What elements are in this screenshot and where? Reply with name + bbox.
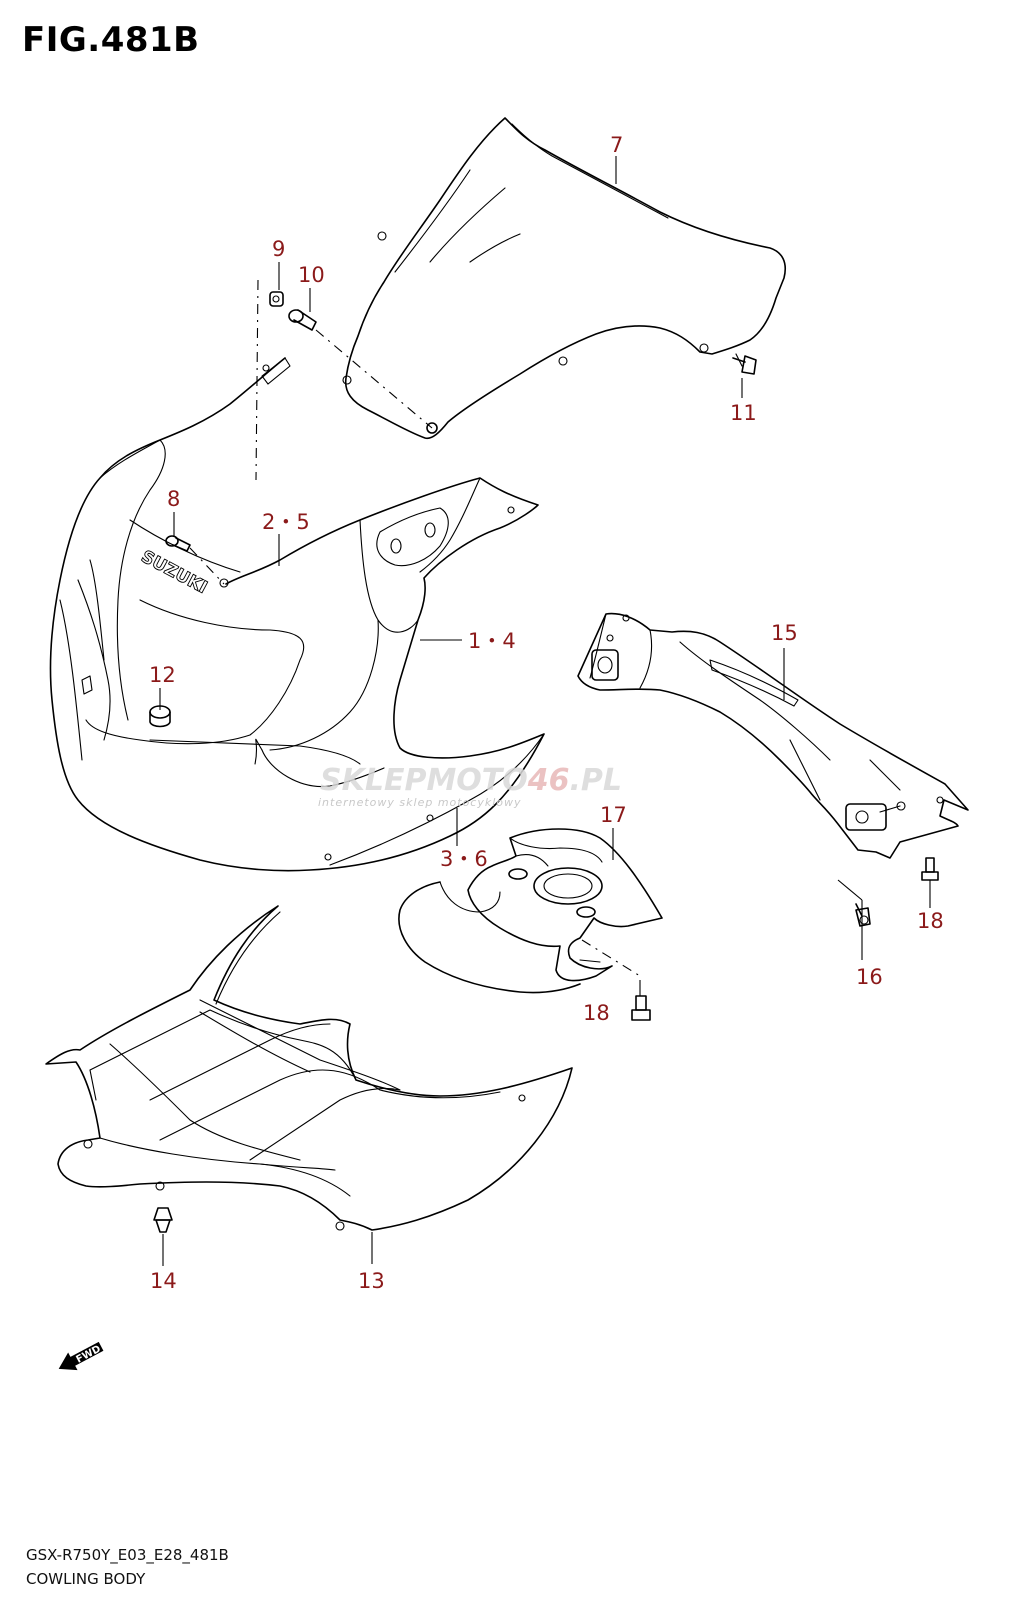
watermark: SKLEPMOTO46.PL internetowy sklep motocyk… [318,763,622,809]
screw-part-8 [165,535,191,552]
windscreen-part-7 [342,117,786,440]
lower-cowling-part-13 [45,905,573,1231]
callout-3-6: 3・6 [440,847,488,871]
bolt-part-18-center [631,995,651,1021]
duct-cover-part-17 [398,828,663,994]
callout-12: 12 [149,663,176,687]
callout-16: 16 [856,965,883,989]
callout-15: 15 [771,621,798,645]
callout-11: 11 [730,401,757,425]
screw-part-16 [855,903,871,927]
callout-18-center: 18 [583,1001,610,1025]
watermark-text: SKLEPMOTO46.PL [320,763,622,798]
callout-8: 8 [167,487,180,511]
nut-part-9 [269,291,284,307]
callout-18-right: 18 [917,909,944,933]
callout-2-5: 2・5 [262,510,310,534]
watermark-subtext: internetowy sklep motocyklowy [318,796,522,809]
callout-7: 7 [610,133,623,157]
inner-cover-part-15 [577,612,969,859]
forward-arrow-icon: FWD [58,1341,104,1371]
fwd-label: FWD [74,1344,102,1366]
figure-code: GSX-R750Y_E03_E28_481B [26,1546,229,1564]
callout-17: 17 [600,803,627,827]
callout-9: 9 [272,237,285,261]
fastener-part-14 [153,1207,173,1233]
callout-1-4: 1・4 [468,629,516,653]
figure-name: COWLING BODY [26,1570,146,1588]
callout-13: 13 [358,1269,385,1293]
bolt-part-18-right [921,857,939,881]
bolt-part-10 [288,309,317,331]
leader-lines [159,156,931,1266]
figure-title: FIG.481B [22,20,200,60]
screw-part-11 [732,353,757,375]
suzuki-logo: SUZUKI [138,547,211,598]
callout-10: 10 [298,263,325,287]
callout-labels: 7 9 10 11 8 2・5 1・4 12 15 3・6 17 18 18 1… [149,133,944,1293]
callout-14: 14 [150,1269,177,1293]
